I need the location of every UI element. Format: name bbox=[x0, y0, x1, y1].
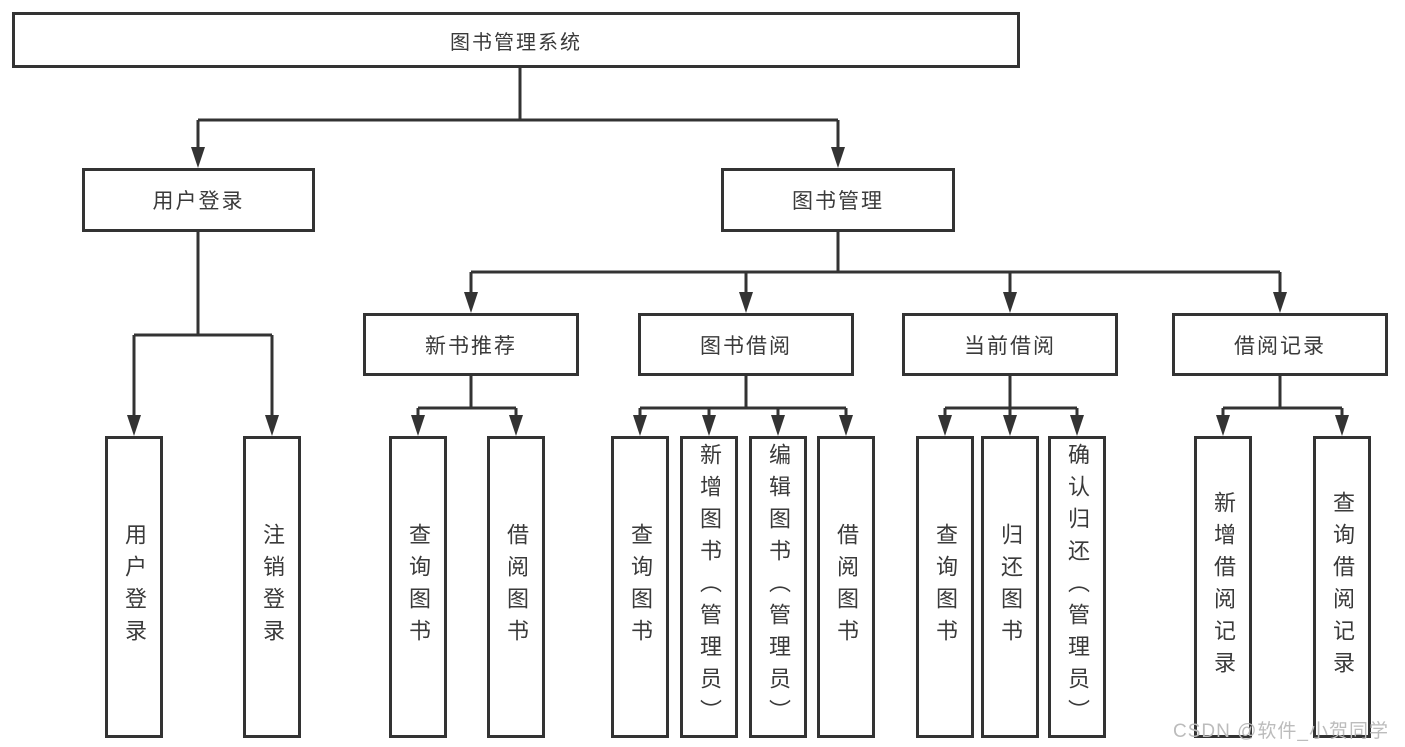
leaf-query-books-current: 查询图书 bbox=[916, 436, 974, 738]
leaf-query-borrow-record: 查询借阅记录 bbox=[1313, 436, 1371, 738]
leaf-return-books: 归还图书 bbox=[981, 436, 1039, 738]
leaf-edit-book-admin: 编辑图书（管理员） bbox=[749, 436, 807, 738]
arrowheads bbox=[127, 147, 1349, 436]
leaf-borrow-books-recommend: 借阅图书 bbox=[487, 436, 545, 738]
node-new-book-recommendation: 新书推荐 bbox=[363, 313, 579, 376]
node-library-management-system: 图书管理系统 bbox=[12, 12, 1020, 68]
leaf-add-borrow-record: 新增借阅记录 bbox=[1194, 436, 1252, 738]
leaf-query-books-recommend: 查询图书 bbox=[389, 436, 447, 738]
node-book-borrowing: 图书借阅 bbox=[638, 313, 854, 376]
leaf-confirm-return-admin: 确认归还（管理员） bbox=[1048, 436, 1106, 738]
csdn-watermark: CSDN @软件_小贺同学 bbox=[1173, 721, 1389, 742]
connector-paths bbox=[132, 68, 1344, 416]
node-borrowing-records: 借阅记录 bbox=[1172, 313, 1388, 376]
leaf-user-login: 用户登录 bbox=[105, 436, 163, 738]
node-current-borrowing: 当前借阅 bbox=[902, 313, 1118, 376]
leaf-add-book-admin: 新增图书（管理员） bbox=[680, 436, 738, 738]
leaf-borrow-books-borrowing: 借阅图书 bbox=[817, 436, 875, 738]
leaf-logout: 注销登录 bbox=[243, 436, 301, 738]
leaf-query-books-borrowing: 查询图书 bbox=[611, 436, 669, 738]
node-book-management: 图书管理 bbox=[721, 168, 955, 232]
node-user-login: 用户登录 bbox=[82, 168, 315, 232]
